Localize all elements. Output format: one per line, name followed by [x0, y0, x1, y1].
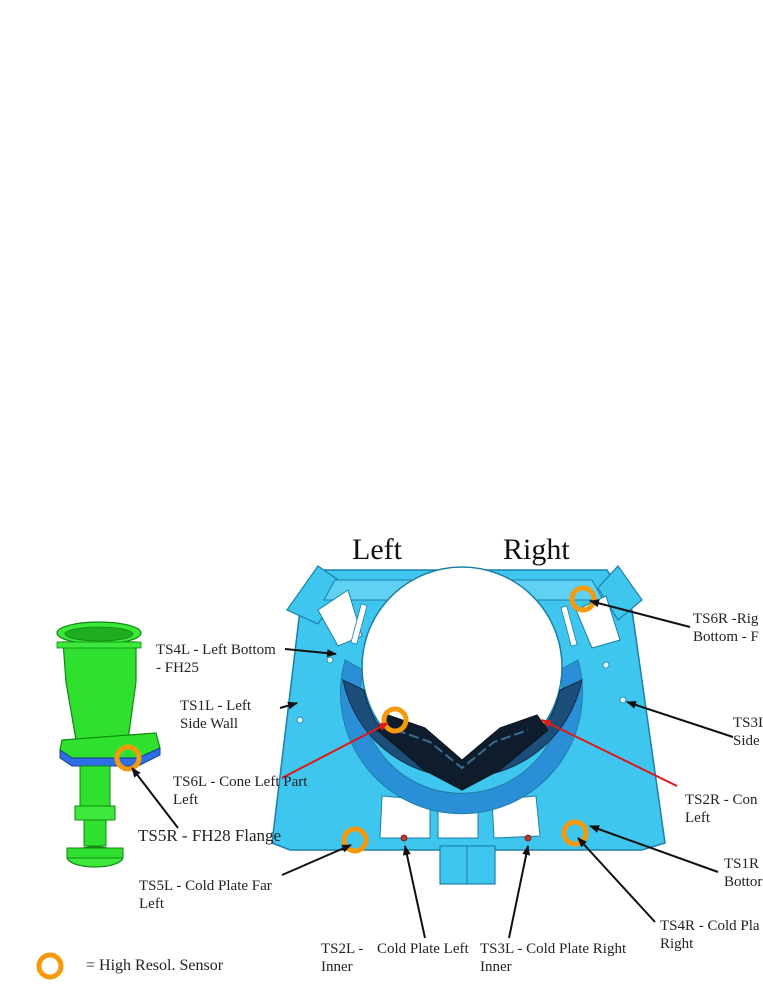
- sensor-ring-ts4r: [561, 819, 589, 847]
- cone-body: [62, 641, 137, 741]
- sensor-ring-ts6r: [569, 585, 597, 613]
- cone-lower-tube: [79, 765, 111, 807]
- arrow-ts5r: [131, 767, 179, 829]
- sensor-ring-ts6l: [381, 706, 409, 734]
- arrow-ts4l: [284, 648, 337, 658]
- legend-sensor-ring: [36, 952, 64, 980]
- heading-right: Right: [503, 533, 570, 566]
- legend-text: = High Resol. Sensor: [86, 957, 224, 974]
- frame-tab-top-right: [597, 565, 643, 621]
- sensor-ring-ts5r: [114, 744, 142, 772]
- arrow-ts3l: [508, 845, 531, 939]
- frame-ring-band: [340, 659, 583, 815]
- leader-arrows: [131, 599, 734, 939]
- high-res-sensors: [36, 585, 597, 980]
- cone-horn-part: [56, 621, 161, 868]
- arrow-ts2r: [541, 719, 678, 787]
- arrow-ts6r: [589, 599, 691, 628]
- label-cold-plate-left: Cold Plate Left: [377, 941, 469, 957]
- label-ts5r: TS5R - FH28 Flange: [138, 826, 282, 845]
- arrow-ts6l: [281, 722, 389, 779]
- support-frame: [271, 565, 666, 885]
- arrow-ts2l: [403, 845, 426, 939]
- label-ts2l: TS2L -Inner: [321, 941, 364, 975]
- label-ts4l: TS4L - Left Bottom- FH25: [156, 642, 276, 676]
- arrow-ts1l: [279, 701, 298, 710]
- sensor-ring-ts5l: [341, 826, 369, 854]
- cold-plate-v: [376, 714, 549, 791]
- arrow-ts1r: [589, 825, 719, 873]
- heading-left: Left: [352, 533, 402, 566]
- arrow-ts5l: [281, 844, 352, 876]
- label-ts3l: TS3L - Cold Plate Right Inner: [480, 941, 627, 975]
- arrow-ts3r: [626, 701, 734, 738]
- arrow-ts4r: [577, 837, 656, 923]
